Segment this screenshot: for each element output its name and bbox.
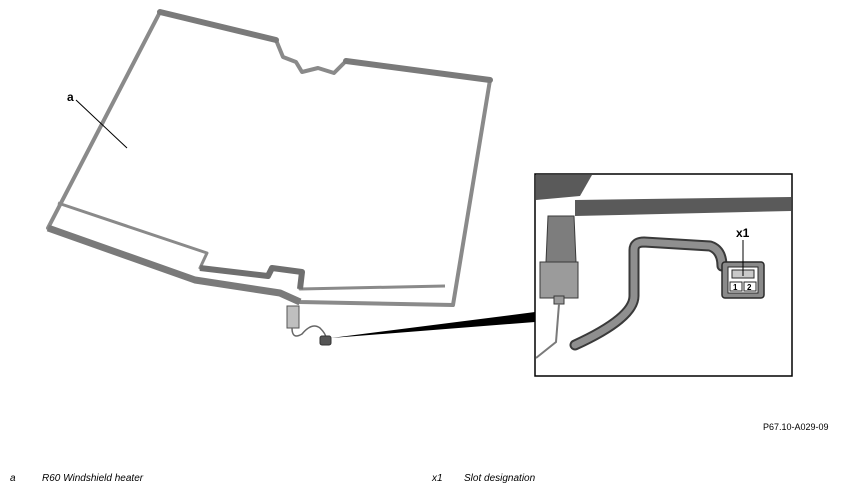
detail-view: 1 2 <box>534 173 793 377</box>
pin-1-socket <box>729 281 743 292</box>
windshield <box>46 9 493 346</box>
pin-1-label: 1 <box>733 283 738 292</box>
legend-text-x1: Slot designation <box>464 473 536 484</box>
pin-2-socket <box>743 281 757 292</box>
detail-callout-wedge <box>331 312 535 338</box>
detail-harness <box>571 238 726 349</box>
detail-cross-bar <box>575 197 791 216</box>
detail-connector-body <box>539 261 579 299</box>
detail-bracket <box>545 215 577 263</box>
windshield-plug <box>319 335 332 346</box>
busbar <box>199 265 305 290</box>
windshield-cable <box>291 325 327 339</box>
legend-text-a: R60 Windshield heater <box>42 473 144 484</box>
detail-thin-wire <box>535 303 560 359</box>
windshield-bottom-band <box>46 224 302 306</box>
detail-top-bar <box>536 175 592 200</box>
windshield-connector-tab <box>286 305 300 329</box>
leader-a <box>75 99 128 149</box>
reference-code: P67.10-A029-09 <box>763 422 829 432</box>
detail-connector-tip <box>553 295 565 305</box>
pin-2-label: 2 <box>747 283 752 292</box>
legend-key-a: a <box>10 473 16 484</box>
label-a: a <box>67 90 74 104</box>
windshield-frame <box>46 10 492 307</box>
legend-key-x1: x1 <box>432 473 443 484</box>
windshield-top-edge <box>157 9 493 83</box>
label-x1: x1 <box>736 226 750 240</box>
